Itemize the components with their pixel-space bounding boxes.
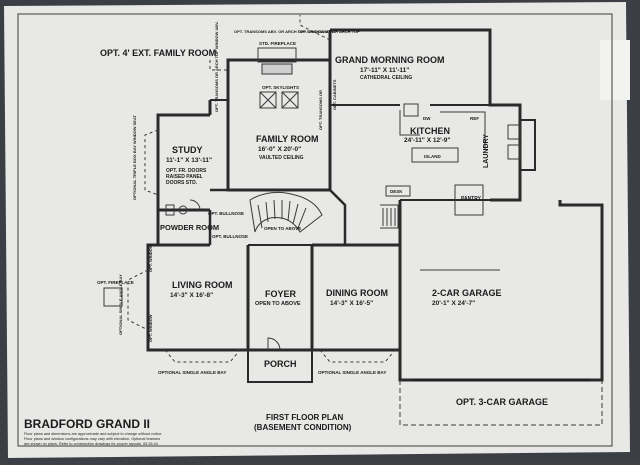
label-opt-bullnose-1: OPT. BULLNOSE: [208, 211, 244, 216]
room-name-laundry: LAUNDRY: [483, 134, 490, 168]
label-desk: DESK: [390, 189, 403, 194]
room-note-foyer: OPEN TO ABOVE: [255, 301, 301, 307]
room-name-living: LIVING ROOM: [172, 280, 233, 290]
room-note-family: VAULTED CEILING: [259, 155, 304, 161]
room-name-study: STUDY: [172, 145, 203, 155]
label-opt-cabinets: OPT. CABINETS: [332, 79, 337, 110]
kitchen-island: [411, 147, 459, 163]
room-dims-living: 14'-3" X 16'-8": [170, 292, 213, 299]
label-std-fireplace: STD. FIREPLACE: [259, 41, 296, 46]
sink: [403, 103, 419, 117]
disclaimer-line-1: Floor plans and dimensions are approxima…: [24, 432, 162, 436]
label-opt-single-bay-bottom-left: OPTIONAL SINGLE ANGLE BAY: [158, 370, 226, 375]
room-dims-dining: 14'-3" X 16'-5": [330, 300, 373, 307]
disclaimer-line-3: are shown on plans. Refer to constructio…: [24, 442, 158, 446]
walls: [127, 15, 604, 426]
room-note-study-2: RAISED PANEL: [166, 174, 203, 180]
room-dims-garage: 20'-1" X 24'-7": [432, 300, 475, 307]
paper-fold: [600, 40, 630, 100]
plan-subtitle-2: (BASEMENT CONDITION): [254, 423, 352, 432]
label-opt-single-bay-bottom-right: OPTIONAL SINGLE ANGLE BAY: [318, 370, 386, 375]
room-name-dining: DINING ROOM: [326, 288, 388, 298]
label-ref: REF: [470, 116, 479, 121]
label-opt-bullnose-2: OPT. BULLNOSE: [212, 234, 248, 239]
room-dims-kitchen: 24'-11" X 12'-9": [404, 137, 450, 144]
staircase: [249, 191, 323, 233]
room-name-garage3: OPT. 3-CAR GARAGE: [456, 397, 548, 407]
opt-fireplace-symbol: [103, 287, 123, 307]
label-opt-fireplace: OPT. FIREPLACE: [97, 280, 134, 285]
room-name-powder: POWDER ROOM: [160, 223, 219, 232]
label-dw: DW: [423, 116, 431, 121]
plan-title: BRADFORD GRAND II: [24, 417, 150, 431]
pantry-block: [454, 184, 484, 216]
skylight-right: [281, 91, 299, 109]
label-opt-window-2: OPT. WINDOW: [148, 314, 153, 342]
plan-subtitle-1: FIRST FLOOR PLAN: [266, 413, 344, 422]
fireplace-hearth: [261, 63, 293, 75]
label-opt-single-bay-left: OPTIONAL SINGLE ANGLE BAY: [118, 274, 123, 335]
room-note-study-3: DOORS STD.: [166, 180, 198, 186]
room-name-family: FAMILY ROOM: [256, 134, 319, 144]
plan-border: [17, 13, 613, 447]
label-opt-transoms-1: OPT. TRANSOMS ABV. OR ARCH TOP WINDOW AB…: [234, 29, 335, 34]
desk: [385, 185, 411, 197]
disclaimer-line-2: Floor plans and window configurations ma…: [24, 437, 160, 441]
label-opt-triple-bay: OPTIONAL TRIPLE BOX BAY WINDOW SEAT: [132, 114, 137, 200]
label-island: ISLAND: [424, 154, 442, 159]
std-fireplace-symbol: [257, 47, 297, 63]
room-name-pantry: PANTRY: [461, 196, 482, 202]
label-opt-skylights: OPT. SKYLIGHTS: [262, 85, 299, 90]
room-name-porch: PORCH: [264, 359, 297, 369]
room-name-morning: GRAND MORNING ROOM: [335, 55, 445, 65]
label-opt-window-1: OPT. WINDOW: [148, 244, 153, 272]
room-name-foyer: FOYER: [265, 289, 297, 299]
room-dims-morning: 17'-11" X 11'-11": [360, 67, 409, 74]
room-dims-study: 11'-1" X 13'-11": [166, 157, 212, 164]
room-name-kitchen: KITCHEN: [410, 126, 450, 136]
label-opt-transoms-2: OPT. TRANSOMS OR ARCH TOP: [298, 29, 360, 34]
room-name-garage: 2-CAR GARAGE: [432, 288, 502, 298]
skylight-left: [259, 91, 277, 109]
room-dims-family: 16'-0" X 20'-0": [258, 146, 301, 153]
paper-sheet: [4, 2, 630, 458]
label-open-to-above: OPEN TO ABOVE: [264, 226, 301, 231]
label-opt-transoms-3: OPT. TRANSOMS OR ARCH TOP WINDOW ABV.: [214, 21, 219, 112]
label-opt-ext-family-room: OPT. 4' EXT. FAMILY ROOM: [100, 48, 216, 58]
room-note-study-1: OPT. FR. DOORS: [166, 168, 207, 174]
label-opt-transoms-4: OPT. TRANSOMS OR: [318, 90, 323, 130]
room-note-morning: CATHEDRAL CEILING: [360, 75, 412, 81]
